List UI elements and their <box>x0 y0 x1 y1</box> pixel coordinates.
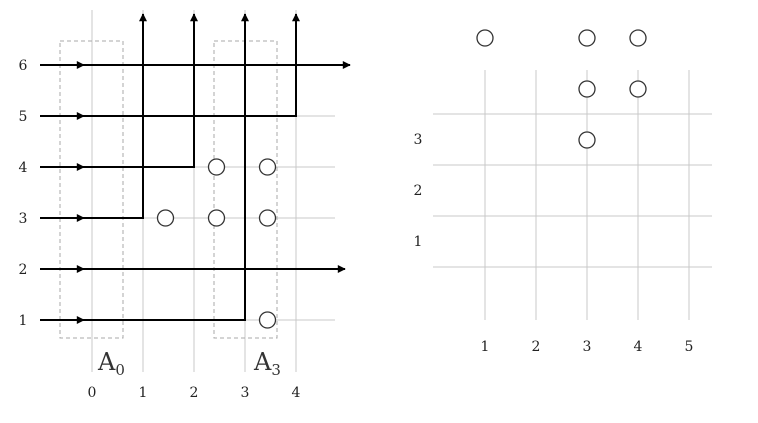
right-circle <box>578 131 596 149</box>
left-col-label: 4 <box>292 385 301 401</box>
left-row-label: 1 <box>19 313 28 329</box>
left-diagram: 1 2 3 4 5 6 0 1 2 3 4 A0 A3 <box>19 10 351 401</box>
right-row-labels: 1 2 3 <box>414 132 423 250</box>
left-entry-arrows <box>40 61 85 324</box>
right-col-label: 2 <box>532 339 541 355</box>
right-diagram: 1 2 3 1 2 3 4 5 <box>414 29 712 355</box>
path-row-4 <box>82 13 198 168</box>
left-circle <box>207 209 226 227</box>
path-row-1 <box>82 13 249 321</box>
left-col-label: 2 <box>190 385 199 401</box>
right-circle <box>629 29 647 47</box>
left-circle <box>258 158 277 176</box>
right-col-label: 1 <box>481 339 490 355</box>
left-paths <box>82 13 351 321</box>
right-col-label: 5 <box>685 339 694 355</box>
right-circle <box>629 80 647 98</box>
left-circle <box>258 311 277 329</box>
right-row-label: 2 <box>414 183 423 199</box>
left-row-label: 2 <box>19 262 28 278</box>
right-circle <box>578 80 596 98</box>
left-col-label: 0 <box>88 385 97 401</box>
left-row-label: 6 <box>19 58 28 74</box>
right-row-label: 3 <box>414 132 423 148</box>
box-label-a0: A0 <box>97 348 125 379</box>
left-col-label: 3 <box>241 385 250 401</box>
right-grid <box>433 70 712 320</box>
right-row-label: 1 <box>414 234 423 250</box>
left-row-label: 5 <box>19 109 28 125</box>
left-circles <box>156 158 277 329</box>
left-row-labels: 1 2 3 4 5 6 <box>19 58 28 329</box>
left-circle <box>156 209 175 227</box>
right-circles <box>476 29 647 149</box>
right-col-labels: 1 2 3 4 5 <box>481 339 694 355</box>
path-row-5 <box>82 13 300 117</box>
right-circle <box>578 29 596 47</box>
left-row-label: 3 <box>19 211 28 227</box>
left-circle <box>258 209 277 227</box>
path-row-3 <box>82 13 147 219</box>
right-circle <box>476 29 494 47</box>
left-circle <box>207 158 226 176</box>
left-col-labels: 0 1 2 3 4 <box>88 385 301 401</box>
right-col-label: 3 <box>583 339 592 355</box>
left-row-label: 4 <box>19 160 28 176</box>
left-col-label: 1 <box>139 385 148 401</box>
right-col-label: 4 <box>634 339 643 355</box>
box-a0 <box>59 40 124 339</box>
box-label-a3: A3 <box>253 348 281 379</box>
